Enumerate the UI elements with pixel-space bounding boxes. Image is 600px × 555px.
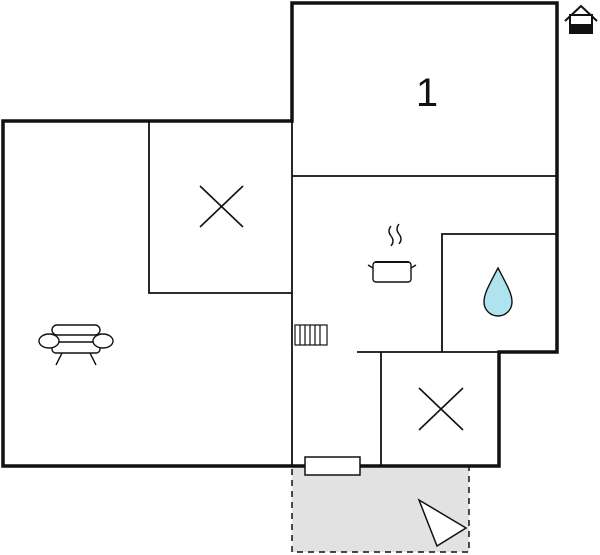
- interior-walls: [148, 121, 557, 466]
- cross-icon: [418, 387, 464, 431]
- terrace-area: [291, 465, 470, 553]
- cross-icon: [199, 185, 244, 228]
- sofa-icon: [38, 324, 114, 366]
- cooking-pot-icon: [367, 223, 417, 283]
- radiator-icon: [294, 324, 328, 346]
- room-1-label: 1: [416, 71, 438, 115]
- outer-wall: [1, 1, 559, 468]
- window-icon: [304, 456, 361, 476]
- water-drop-icon: [483, 266, 513, 317]
- compass-arrow-icon: [417, 498, 468, 548]
- house-icon: [564, 4, 598, 34]
